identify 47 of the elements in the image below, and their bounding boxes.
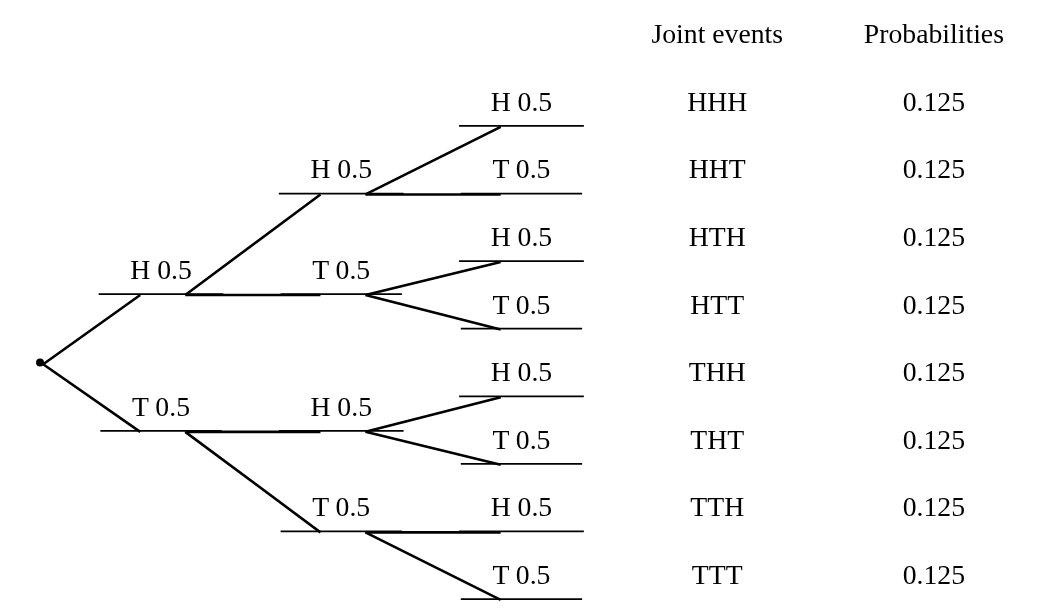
connector <box>42 293 141 366</box>
node-point <box>36 358 45 367</box>
node-text: H 0.5 <box>490 491 553 523</box>
node-text: T 0.5 <box>312 253 371 285</box>
connector <box>365 430 501 467</box>
connector <box>365 395 501 434</box>
connector <box>184 193 322 296</box>
node-text: T 0.5 <box>492 153 551 185</box>
connector <box>42 363 141 433</box>
label: THH <box>688 356 746 388</box>
connector <box>365 260 501 297</box>
connector <box>365 531 501 534</box>
connector <box>185 430 321 434</box>
node-text: T 0.5 <box>492 288 551 320</box>
node-text: T 0.5 <box>312 491 371 523</box>
connector <box>364 125 502 196</box>
node-text: H 0.5 <box>490 85 553 117</box>
label: HTH <box>688 221 746 253</box>
connector <box>185 293 321 297</box>
node-text: H 0.5 <box>310 390 373 422</box>
node-text: H 0.5 <box>130 253 192 285</box>
label: 0.125 <box>902 491 966 523</box>
connector <box>365 193 501 196</box>
label: Probabilities <box>863 18 1004 50</box>
label: TTH <box>690 491 745 523</box>
connector <box>365 293 501 331</box>
label: THT <box>690 423 745 455</box>
label: 0.125 <box>902 153 966 185</box>
label: HTT <box>690 288 745 320</box>
label: 0.125 <box>902 288 966 320</box>
label: HHH <box>687 85 748 117</box>
label: 0.125 <box>902 356 966 388</box>
connector <box>184 430 322 534</box>
label: TTT <box>691 558 743 590</box>
node-text: T 0.5 <box>492 423 551 455</box>
node-text: T 0.5 <box>492 558 551 590</box>
connector <box>364 531 502 602</box>
node-text: H 0.5 <box>490 221 553 253</box>
label: HHT <box>688 153 746 185</box>
label: 0.125 <box>902 85 966 117</box>
node-text: H 0.5 <box>490 356 553 388</box>
node-text: T 0.5 <box>132 390 191 422</box>
label: 0.125 <box>902 423 966 455</box>
node-text: H 0.5 <box>310 153 373 185</box>
label: 0.125 <box>902 221 966 253</box>
label: 0.125 <box>902 558 966 590</box>
label: Joint events <box>651 18 784 50</box>
